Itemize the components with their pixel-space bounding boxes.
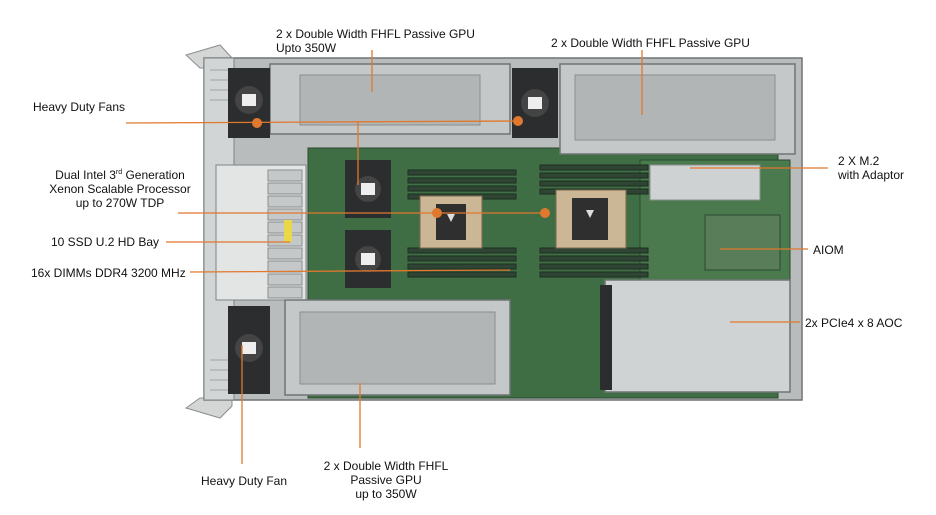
pcie-riser-cage	[600, 279, 791, 393]
label-gpu-bottom-line2: Passive GPU	[350, 473, 422, 487]
label-ssd-text: 10 SSD U.2 HD Bay	[51, 235, 160, 249]
label-pcie-text: 2x PCIe4 x 8 AOC	[805, 316, 903, 330]
cpu-heatsink-2	[555, 189, 627, 249]
fan-cpu-2	[345, 230, 391, 288]
label-m2: 2 X M.2 with Adaptor	[838, 154, 904, 182]
fan-top-middle	[512, 68, 558, 138]
label-fan-bottom: Heavy Duty Fan	[201, 474, 287, 488]
label-fans-top-text: Heavy Duty Fans	[33, 100, 126, 114]
label-dimm: 16x DIMMs DDR4 3200 MHz	[31, 266, 186, 280]
label-gpu-top-left: 2 x Double Width FHFL Passive GPU Upto 3…	[276, 27, 475, 55]
label-gpu-top-right-line1: 2 x Double Width FHFL Passive GPU	[551, 36, 750, 50]
front-handle-bottom	[184, 397, 233, 419]
label-cpu-line1-pre: Dual Intel 3	[55, 168, 116, 182]
gpu-cage-top-right	[559, 63, 796, 155]
label-cpu-line1-post: Generation	[122, 168, 185, 182]
label-aiom-text: AIOM	[813, 243, 844, 257]
label-pcie: 2x PCIe4 x 8 AOC	[805, 316, 902, 330]
label-fan-bottom-text: Heavy Duty Fan	[201, 474, 288, 488]
gpu-cage-top-left	[269, 63, 511, 135]
leader-dots	[252, 116, 550, 218]
label-aiom: AIOM	[813, 243, 844, 257]
label-gpu-top-left-line1: 2 x Double Width FHFL Passive GPU	[276, 27, 475, 41]
cpu-heatsink-1	[419, 195, 483, 249]
gpu-cage-bottom	[284, 299, 511, 396]
label-fans-top: Heavy Duty Fans	[33, 100, 125, 114]
label-gpu-top-left-line2: Upto 350W	[276, 41, 337, 55]
label-cpu: Dual Intel 3rd Generation Xenon Scalable…	[46, 168, 194, 210]
label-ssd: 10 SSD U.2 HD Bay	[51, 235, 159, 249]
label-cpu-line2: Xenon Scalable Processor	[49, 182, 191, 196]
label-cpu-line1: Dual Intel 3rd Generation	[46, 168, 194, 182]
m2-adaptor	[649, 164, 761, 201]
label-m2-line2: with Adaptor	[838, 168, 905, 182]
fan-cpu-1	[345, 160, 391, 218]
fan-bottom-left	[228, 306, 270, 394]
label-cpu-line3: up to 270W TDP	[75, 196, 165, 210]
label-cpu-line1-sup: rd	[115, 169, 123, 176]
label-m2-line1: 2 X M.2	[838, 154, 880, 168]
leader-lines	[125, 50, 828, 464]
label-gpu-top-right: 2 x Double Width FHFL Passive GPU	[551, 36, 750, 50]
label-gpu-bottom: 2 x Double Width FHFL Passive GPU up to …	[318, 459, 454, 501]
label-dimm-text: 16x DIMMs DDR4 3200 MHz	[31, 266, 186, 280]
fan-top-left	[228, 68, 270, 138]
front-vents	[210, 69, 228, 391]
label-gpu-bottom-line3: up to 350W	[355, 487, 417, 501]
aiom-card	[704, 214, 781, 271]
label-gpu-bottom-line1: 2 x Double Width FHFL	[323, 459, 449, 473]
ssd-latch	[284, 220, 292, 242]
